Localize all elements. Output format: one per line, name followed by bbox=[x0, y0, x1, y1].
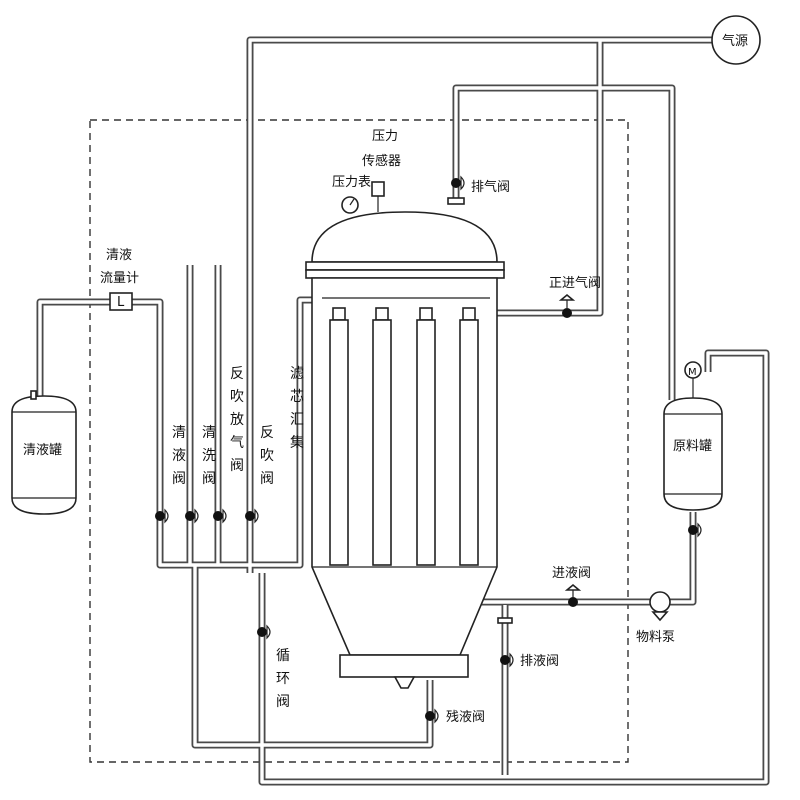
drain-valve-icon bbox=[497, 617, 514, 668]
backflush-valve-label: 反吹阀 bbox=[260, 425, 274, 487]
filter-vessel bbox=[305, 211, 505, 689]
drain-valve-label: 排液阀 bbox=[520, 654, 559, 669]
clear-valve-icon bbox=[155, 508, 169, 524]
residual-valve-icon bbox=[425, 708, 439, 724]
vessel-base-plate bbox=[339, 654, 469, 678]
residual-valve-label: 残液阀 bbox=[446, 710, 485, 725]
filter-element bbox=[372, 307, 392, 566]
filter-element bbox=[329, 307, 349, 566]
backflush-vent-valve-label: 反吹放气阀 bbox=[230, 366, 244, 474]
vessel-dome bbox=[311, 211, 498, 263]
flowmeter-symbol: L bbox=[117, 295, 125, 310]
pressure-sensor-icon bbox=[371, 181, 385, 212]
raw-material-tank bbox=[663, 361, 723, 511]
wash-valve-icon bbox=[185, 508, 199, 524]
pressure-sensor-label: 压力 bbox=[372, 129, 398, 144]
vent-valve-icon bbox=[447, 175, 465, 205]
positive-inlet-valve-icon bbox=[558, 293, 576, 318]
pressure-sensor-label: 传感器 bbox=[362, 153, 401, 169]
vent-valve-label: 排气阀 bbox=[471, 179, 510, 195]
filter-collect-label: 滤芯汇集 bbox=[290, 366, 304, 451]
circulation-valve-icon bbox=[257, 624, 271, 640]
clear-valve-label: 清液阀 bbox=[172, 425, 186, 487]
clear-tank-label: 清液罐 bbox=[23, 443, 62, 458]
raw-tank-label: 原料罐 bbox=[673, 439, 712, 454]
inlet-valve-icon bbox=[564, 583, 582, 607]
inlet-valve-label: 进液阀 bbox=[552, 566, 591, 581]
pressure-gauge-icon bbox=[341, 196, 359, 214]
circulation-valve-label: 循环阀 bbox=[276, 648, 290, 710]
flowmeter-label: 清液 bbox=[106, 248, 132, 263]
gas-source-label: 气源 bbox=[722, 33, 748, 49]
positive-inlet-valve-label: 正进气阀 bbox=[549, 275, 601, 291]
filter-element bbox=[459, 307, 479, 566]
pressure-gauge-label: 压力表 bbox=[332, 175, 371, 190]
clear-liquid-tank bbox=[11, 390, 77, 515]
vessel-drain-nozzle bbox=[393, 676, 416, 689]
equipment-boundary bbox=[89, 119, 629, 763]
vessel-flange-bottom bbox=[305, 269, 505, 279]
gas-source-icon bbox=[711, 15, 761, 65]
material-pump-label: 物料泵 bbox=[636, 630, 675, 645]
backflush-vent-valve-icon bbox=[213, 508, 227, 524]
flowmeter-icon bbox=[109, 292, 133, 311]
wash-valve-label: 清洗阀 bbox=[202, 425, 216, 487]
flowmeter-label: 流量计 bbox=[100, 271, 139, 286]
material-pump-icon bbox=[649, 591, 671, 622]
raw-tank-outlet-valve-icon bbox=[688, 522, 702, 538]
vessel-flange-top bbox=[305, 261, 505, 271]
filter-element bbox=[416, 307, 436, 566]
motor-symbol: M bbox=[688, 367, 697, 378]
backflush-valve-icon bbox=[245, 508, 259, 524]
